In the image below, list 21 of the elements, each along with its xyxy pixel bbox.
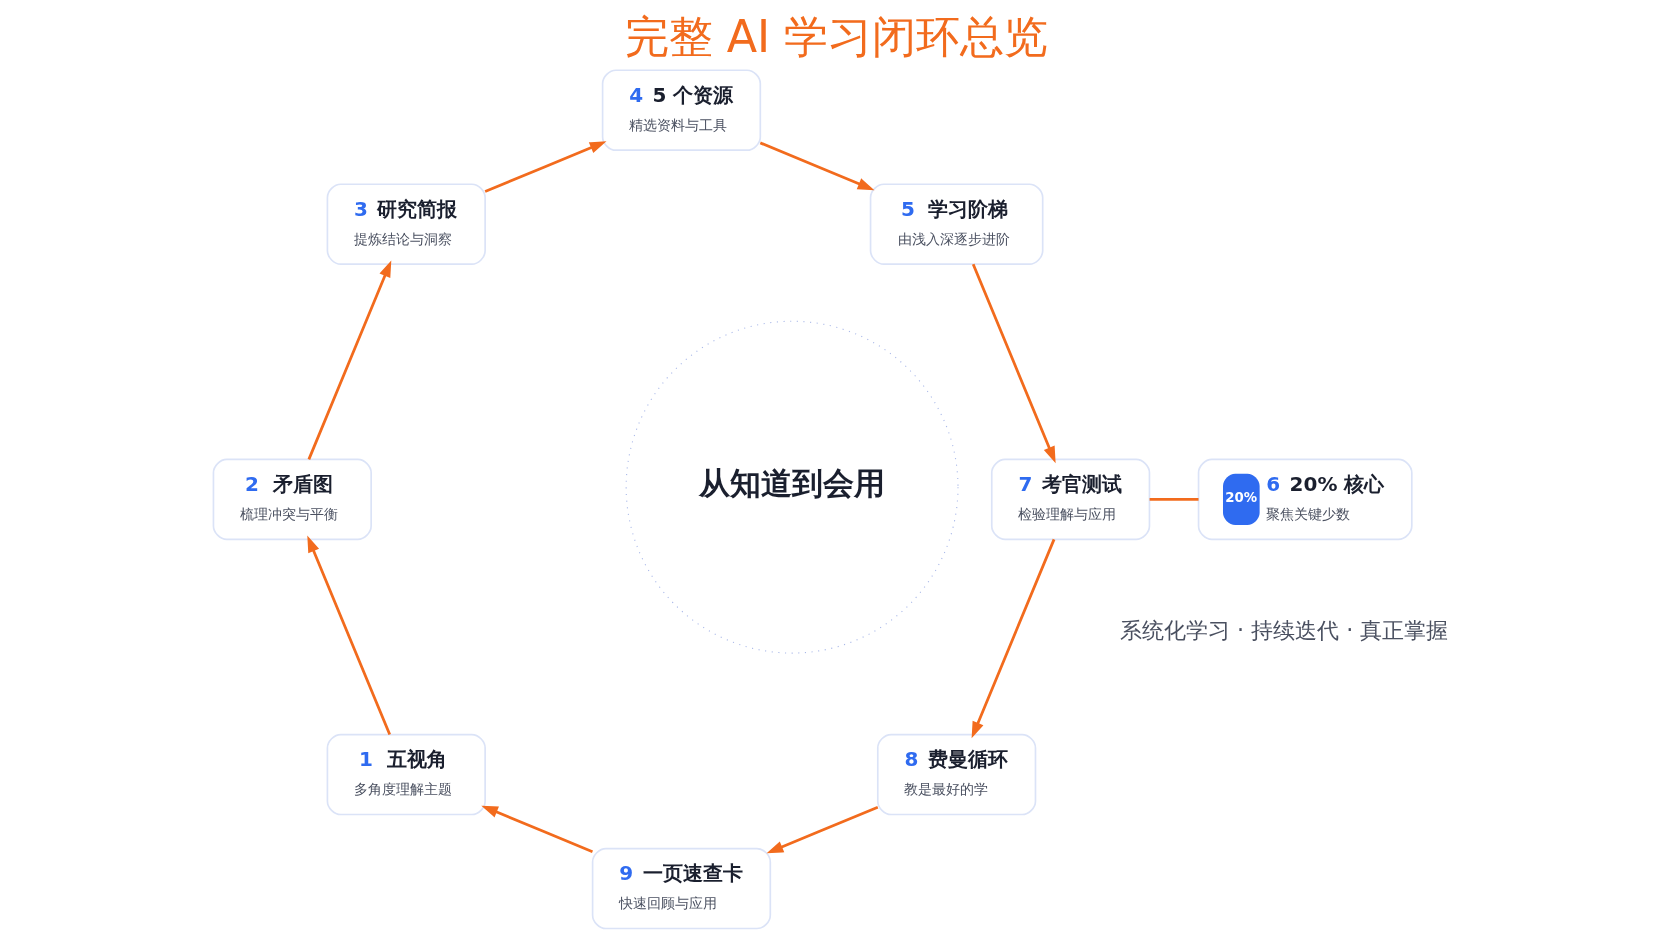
label: 系统化学习 · 持续迭代 · 真正掌握 xyxy=(1119,617,1448,644)
node-circle: 从知道到会用 xyxy=(625,320,959,654)
node-box: 20% 6 20% 核心 聚焦关键少数 xyxy=(1197,458,1413,541)
arrow xyxy=(759,141,874,191)
node-box: 5 学习阶梯 由浅入深逐步进阶 xyxy=(869,183,1044,266)
arrow xyxy=(307,260,391,460)
node-box: 4 5 个资源 精选资料与工具 xyxy=(601,69,761,152)
node-box: 2 矛盾图 梳理冲突与平衡 xyxy=(212,458,372,541)
node-box: 3 研究简报 提炼结论与洞察 xyxy=(326,183,486,266)
arrow xyxy=(484,141,606,193)
node-box: 8 费曼循环 教是最好的学 xyxy=(876,733,1036,816)
arrow xyxy=(306,535,391,736)
arrow xyxy=(480,805,593,853)
node-box: 9 一页速查卡 快速回顾与应用 xyxy=(591,847,771,930)
arrow xyxy=(766,805,878,854)
arrow xyxy=(971,263,1056,464)
connector xyxy=(1149,498,1199,501)
diagram-title: 完整 AI 学习闭环总览 xyxy=(624,11,1048,63)
node-box: 7 考官测试 检验理解与应用 xyxy=(990,458,1150,541)
arrow xyxy=(971,538,1055,739)
node-box: 1 五视角 多角度理解主题 xyxy=(326,733,486,816)
